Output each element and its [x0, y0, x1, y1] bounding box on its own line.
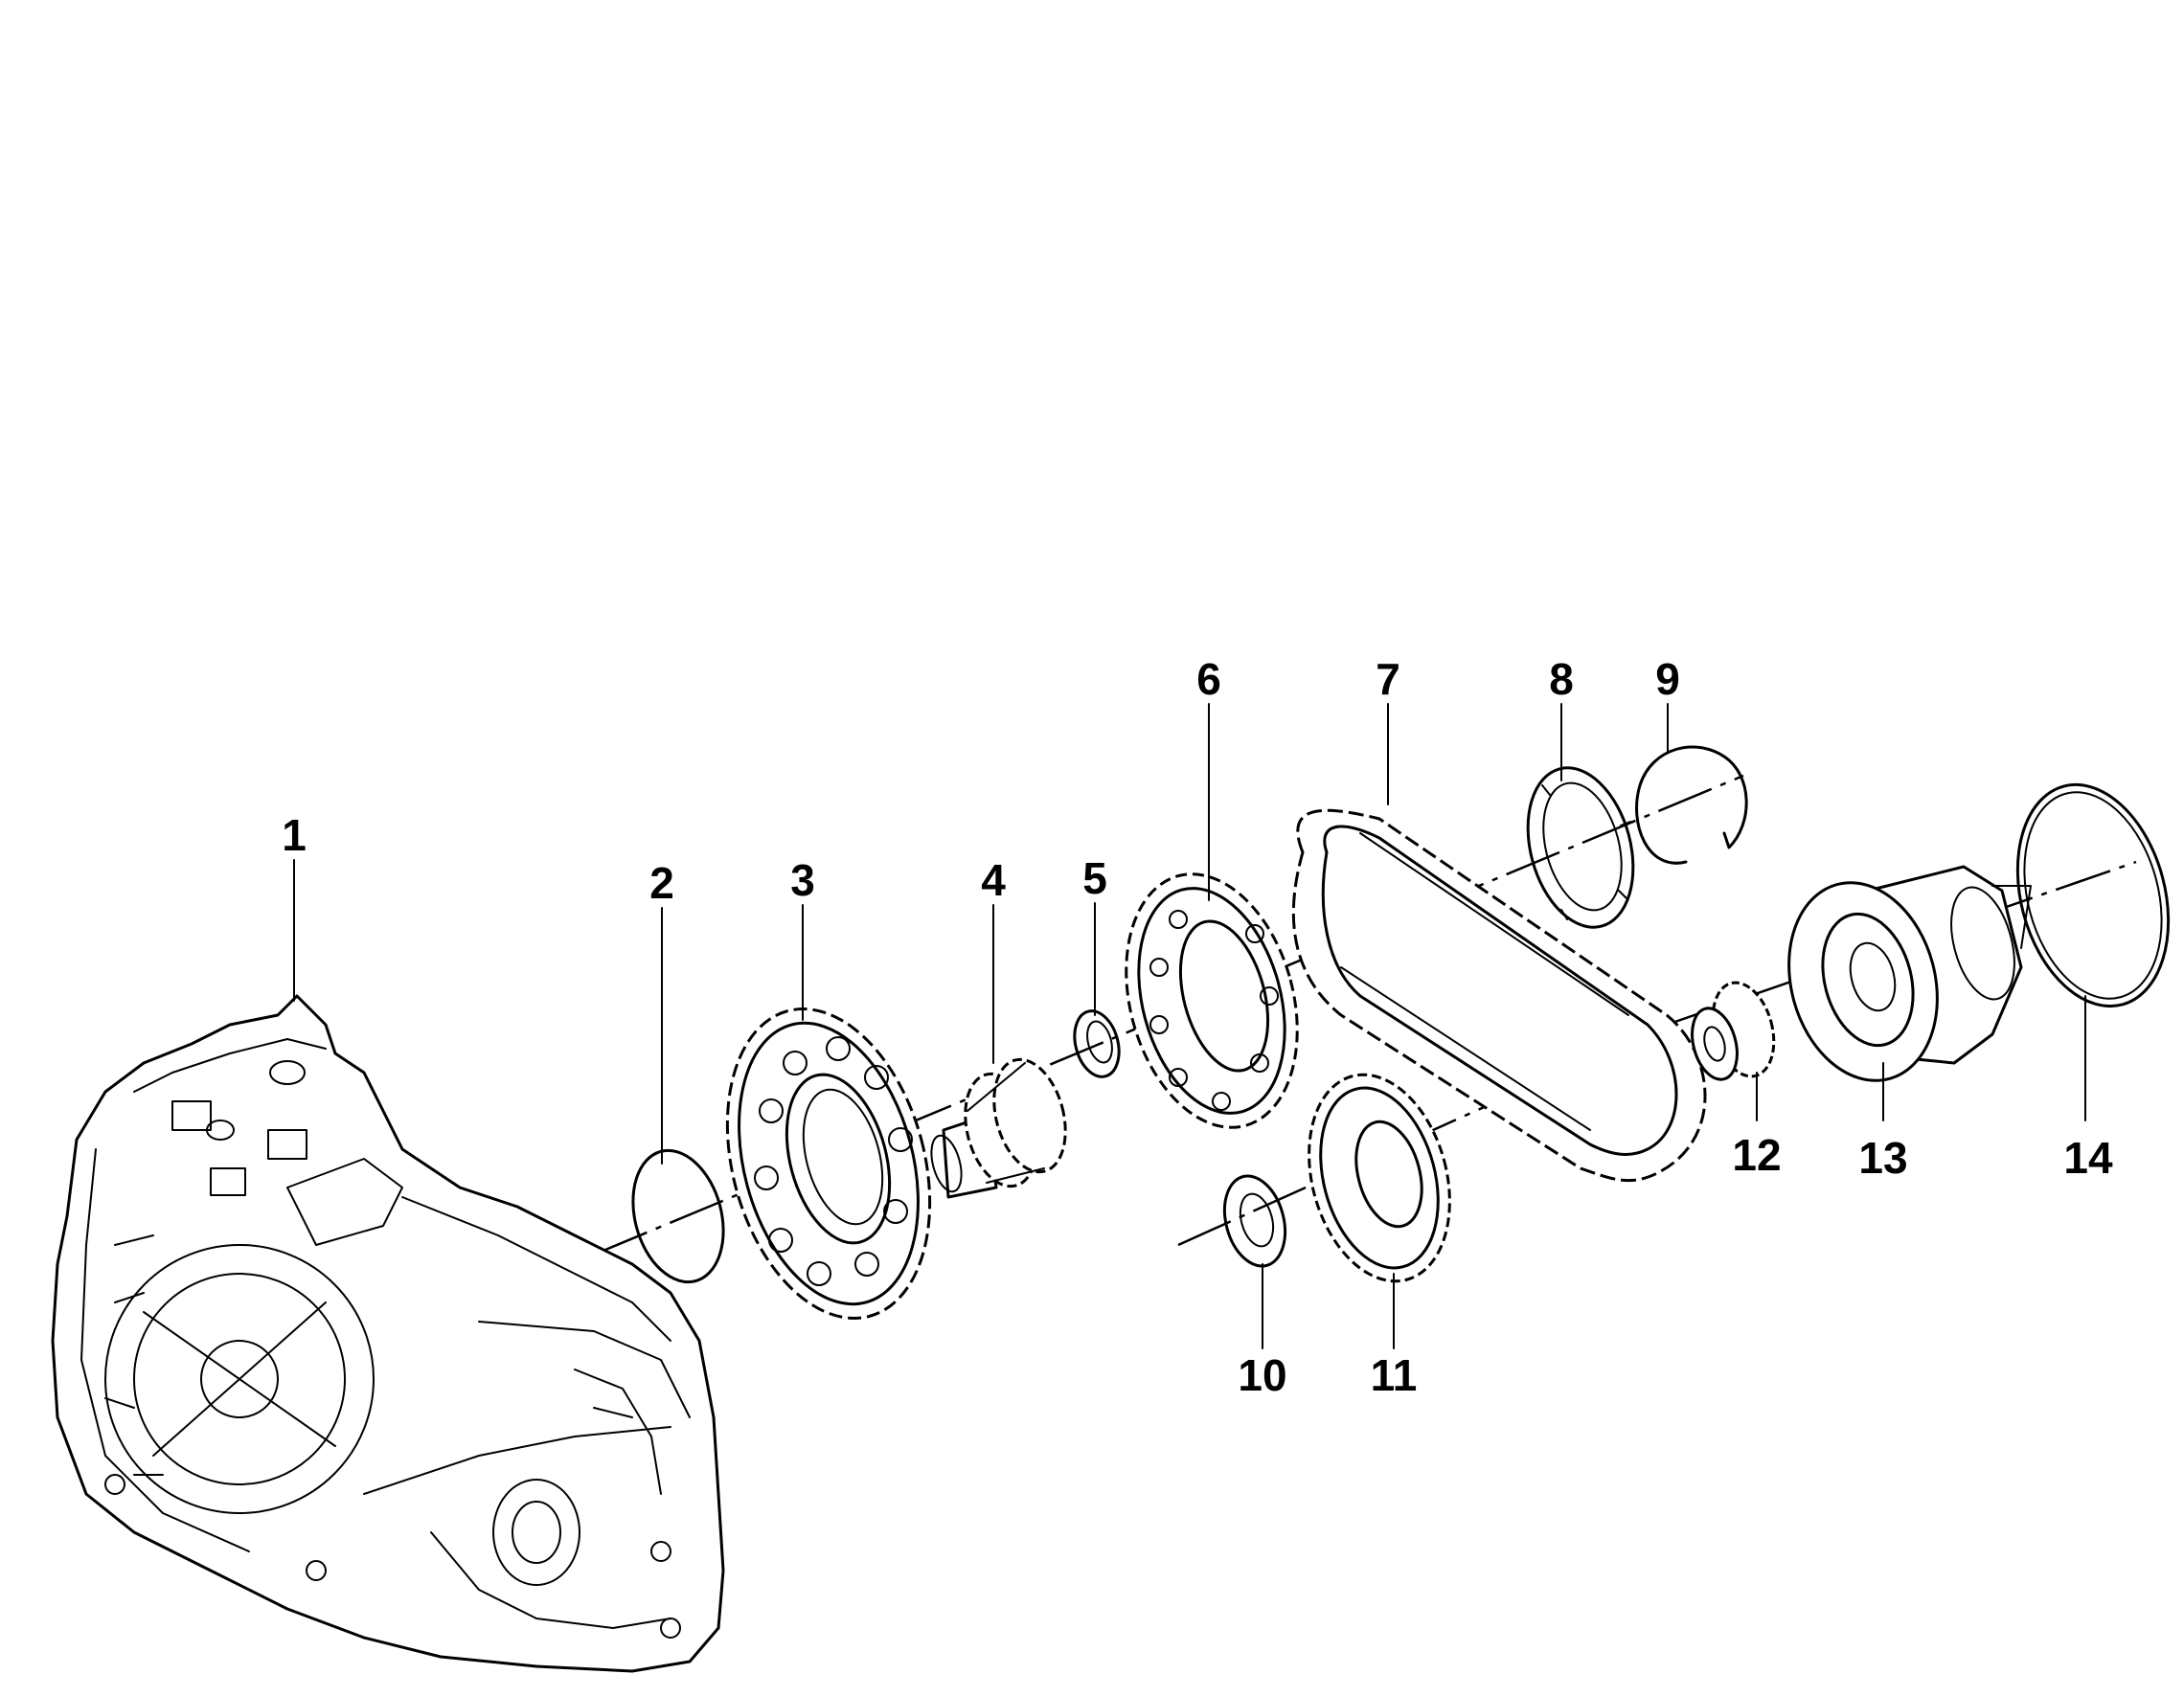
part-14-thin-ring	[2015, 782, 2171, 1008]
callout-3: 3	[790, 855, 815, 905]
leader-lines	[293, 703, 2086, 1349]
part-3-large-gear	[725, 1007, 932, 1320]
callout-5: 5	[1082, 853, 1107, 903]
callout-1: 1	[282, 810, 307, 860]
part-11-driven-gear	[1308, 1073, 1451, 1283]
callout-13: 13	[1858, 1133, 1907, 1183]
callout-6: 6	[1196, 654, 1221, 704]
callout-10: 10	[1238, 1350, 1286, 1400]
callout-12: 12	[1732, 1130, 1781, 1180]
part-9-snap-ring	[1635, 745, 1748, 865]
part-5-small-ring	[1073, 1009, 1121, 1078]
part-6-chain-sprocket	[1125, 872, 1299, 1129]
callout-14: 14	[2063, 1133, 2113, 1183]
part-1-transmission-housing	[51, 994, 725, 1673]
callout-7: 7	[1376, 654, 1400, 704]
part-2-circlip	[631, 1148, 725, 1284]
callout-4: 4	[981, 855, 1006, 905]
part-12-bearing	[1691, 981, 1776, 1081]
callout-8: 8	[1549, 654, 1574, 704]
callout-numbers: 1 2 3 4 5 6 7 8 9 10 11 12 13 14	[282, 654, 2113, 1400]
part-4-shaft-gear	[930, 1057, 1067, 1199]
callout-9: 9	[1655, 654, 1680, 704]
part-10-washer	[1222, 1174, 1287, 1268]
part-7-drive-chain	[1291, 808, 1707, 1183]
part-13-differential-housing	[1787, 865, 2032, 1082]
callout-2: 2	[649, 858, 674, 908]
callout-11: 11	[1371, 1350, 1418, 1400]
part-8-shim-plate	[1526, 766, 1635, 929]
